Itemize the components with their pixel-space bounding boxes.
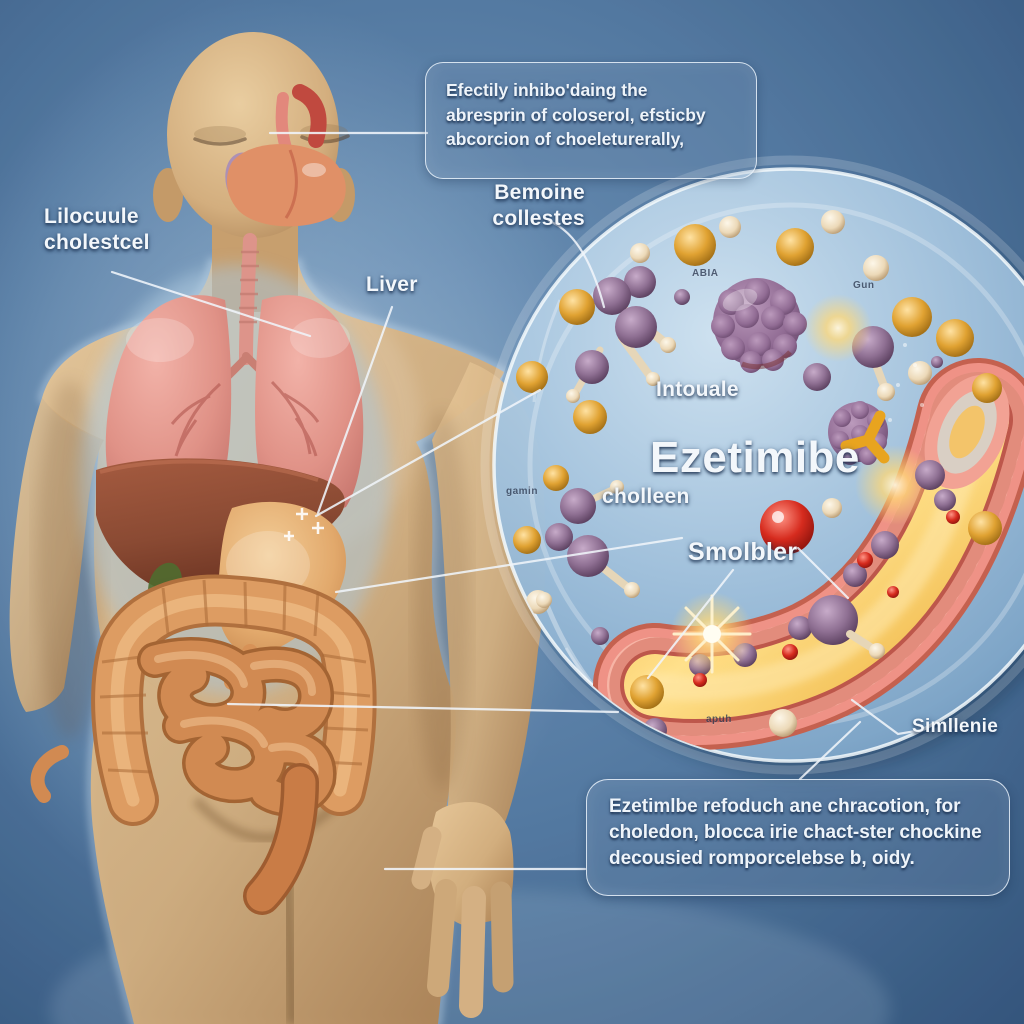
callout-top-line-3: abcorcion of choeleturerally, — [446, 129, 684, 149]
label-bile: Bemoine collestes — [492, 181, 585, 231]
label-cholleen: cholleen — [602, 485, 690, 508]
callout-bottom-line-2: choledon, blocca irie chact-ster chockin… — [609, 822, 982, 844]
lungs — [105, 295, 364, 513]
sparkle-trail — [888, 343, 924, 422]
cholesterol-berry-small — [828, 401, 890, 465]
heart — [225, 84, 346, 227]
micro-label-abia: ABIA — [692, 268, 719, 279]
gold-spheres — [513, 224, 1002, 709]
label-intouale: Intouale — [656, 378, 739, 401]
right-hand — [411, 802, 514, 1018]
sparkle-highlight — [284, 508, 324, 541]
leader-stomach-inset — [314, 388, 542, 518]
organs — [30, 84, 377, 915]
intestine-cross-section — [593, 358, 1024, 750]
leader-cholesterol-molecule — [110, 270, 312, 338]
tube-open-end — [924, 375, 1010, 489]
magnifier-inset — [480, 155, 1024, 777]
micro-label-gamin: gamin — [506, 486, 538, 497]
leader-intestine-inset — [226, 702, 620, 714]
leader-red-sphere — [796, 546, 850, 600]
callout-bottom-line-1: Ezetimlbe refoduch ane chracotion, for — [609, 796, 961, 817]
molecule-left-top — [566, 277, 676, 403]
label-smolbler: Smolbler — [688, 538, 798, 566]
micro-label-gun: Gun — [853, 280, 875, 291]
cholesterol-berry-large — [711, 278, 807, 373]
label-cholesterol-molecule: Lilocuule cholestcel — [44, 205, 150, 255]
label-liver: Liver — [366, 273, 418, 296]
ezetimibe-molecule — [840, 410, 890, 464]
leader-lines — [110, 131, 918, 871]
label-simllenie: Simllenie — [912, 716, 999, 737]
leader-bottom-callout-top — [798, 720, 862, 781]
callout-bottom: Ezetimlbe refoduch ane chracotion, for c… — [586, 779, 1010, 896]
callout-top: Efectily inhibo'daing the abresprin of c… — [425, 62, 757, 179]
leader-stomach-smolbler — [334, 536, 684, 594]
red-sphere — [760, 500, 814, 554]
closed-eye-left — [193, 137, 247, 146]
leader-liver — [316, 305, 394, 515]
leader-smolbler-star — [646, 568, 735, 680]
callout-bottom-line-3: decousied romporcelebse b, oidy. — [609, 848, 915, 870]
intestines — [30, 508, 377, 915]
leader-bile — [547, 219, 606, 309]
small-intestine — [30, 637, 337, 915]
label-ezetimibe: Ezetimibe — [650, 433, 860, 482]
molecule-left-bottom — [536, 480, 640, 645]
tube-particles — [689, 460, 960, 687]
leader-simllenie — [850, 698, 918, 736]
closed-eye-right — [300, 134, 350, 144]
callout-top-line-1: Efectily inhibo'daing the — [446, 80, 648, 100]
starburst-block — [670, 592, 754, 676]
micro-label-apun: apuh — [706, 714, 732, 725]
callout-top-line-2: abresprin of coloserol, efsticby — [446, 104, 706, 125]
